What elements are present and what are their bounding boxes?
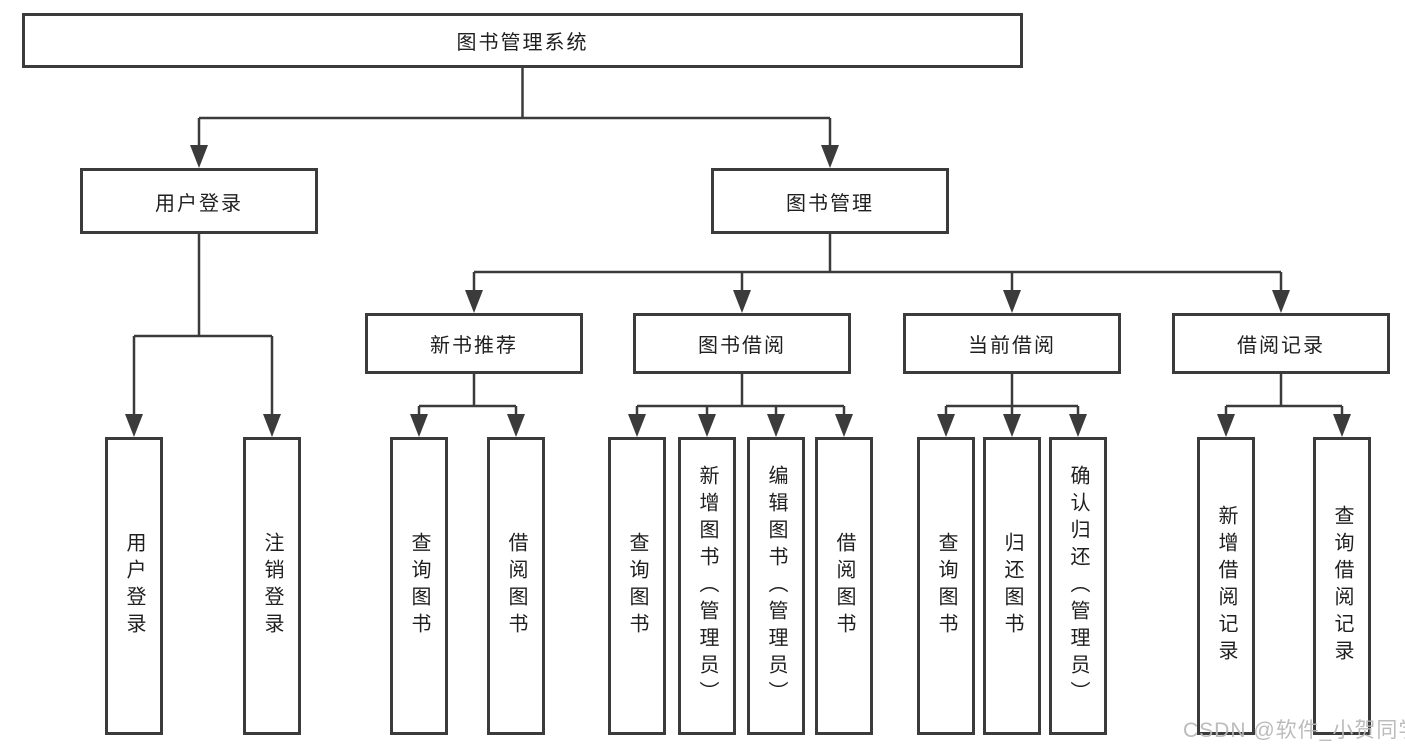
node-user-login: 用户登录 bbox=[80, 168, 318, 234]
leaf-borrow-books: 借阅图书 bbox=[815, 437, 873, 735]
leaf-query-books-recommend: 查询图书 bbox=[390, 437, 448, 735]
leaf-user-login: 用户登录 bbox=[105, 437, 163, 735]
leaf-query-books-borrow: 查询图书 bbox=[608, 437, 666, 735]
leaf-confirm-return-admin: 确认归还（管理员） bbox=[1049, 437, 1107, 735]
leaf-query-books-current: 查询图书 bbox=[917, 437, 975, 735]
node-borrow-records: 借阅记录 bbox=[1172, 313, 1390, 374]
connector-borrowrecords-split bbox=[1226, 374, 1342, 408]
watermark: CSDN @软件_小贺同学 bbox=[1183, 719, 1405, 742]
connector-userlogin-split bbox=[134, 234, 272, 338]
leaf-return-books: 归还图书 bbox=[983, 437, 1041, 735]
arrowheads bbox=[125, 145, 1351, 437]
node-library-management-system: 图书管理系统 bbox=[22, 13, 1023, 68]
connector-bookmgmt-split bbox=[474, 234, 1281, 274]
connector-root-split bbox=[199, 68, 830, 120]
leaf-borrow-books-recommend: 借阅图书 bbox=[487, 437, 545, 735]
leaf-edit-books-admin: 编辑图书（管理员） bbox=[747, 437, 805, 735]
node-current-borrow: 当前借阅 bbox=[903, 313, 1121, 374]
node-book-management: 图书管理 bbox=[711, 168, 949, 234]
node-book-borrow: 图书借阅 bbox=[633, 313, 851, 374]
connector-newbooks-split bbox=[419, 374, 516, 408]
connector-bookborrow-split bbox=[637, 374, 844, 408]
leaf-add-borrow-record: 新增借阅记录 bbox=[1197, 437, 1255, 735]
node-new-book-recommend: 新书推荐 bbox=[365, 313, 583, 374]
leaf-add-books-admin: 新增图书（管理员） bbox=[678, 437, 736, 735]
leaf-logout: 注销登录 bbox=[243, 437, 301, 735]
connector-arrow-stems bbox=[132, 118, 1344, 419]
connector-currentborrow-split bbox=[946, 374, 1078, 408]
leaf-query-borrow-record: 查询借阅记录 bbox=[1313, 437, 1371, 735]
